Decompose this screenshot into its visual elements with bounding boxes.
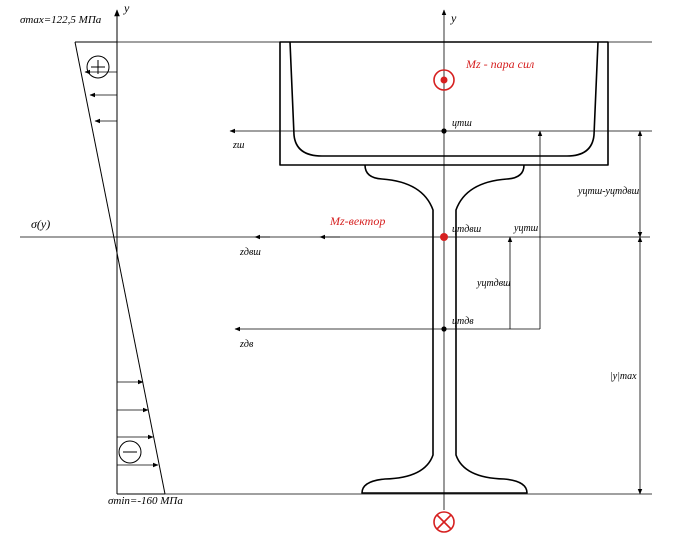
centroid-ibeam-label: цтдв (452, 316, 474, 327)
compression-minus-icon (118, 440, 142, 464)
centroid-composite-point (440, 233, 448, 241)
left-y-axis-label: y (123, 1, 130, 15)
sigma-axis-label: σ(y) (31, 217, 50, 231)
moment-in-icon (433, 511, 455, 533)
z-dvsh-label: zдвш (239, 247, 261, 258)
channel-section (279, 41, 609, 166)
y-abs-max-label: |y|max (610, 371, 637, 382)
i-beam-section (361, 164, 528, 494)
sigma-min-label: σmin=-160 МПа (108, 495, 183, 507)
centroid-ibeam-point (441, 326, 447, 332)
z-sh-label: zш (232, 140, 245, 151)
stress-slope-line (74, 41, 166, 495)
centroid-channel-label: цтш (452, 118, 472, 129)
tension-plus-icon (86, 55, 110, 79)
compression-arrows (117, 379, 159, 468)
stress-epure (74, 9, 166, 495)
y-ctsh-label: yцтш (513, 223, 539, 234)
mz-pair-label: Mz - пара сил (465, 57, 534, 71)
y-ctdvsh-label: yцтдвш (476, 278, 511, 289)
moment-out-icon (433, 69, 455, 91)
tension-arrows (84, 69, 117, 124)
centroid-composite-label: цтдвш (452, 224, 482, 235)
z-dv-label: zдв (239, 339, 254, 350)
y-diff-label: yцтш-yцтдвш (577, 186, 640, 197)
main-y-axis-label: y (450, 11, 457, 25)
sigma-max-label: σmax=122,5 МПа (20, 14, 102, 26)
mz-vector-label: Mz-вектор (329, 214, 385, 228)
centroid-channel-point (441, 128, 447, 134)
